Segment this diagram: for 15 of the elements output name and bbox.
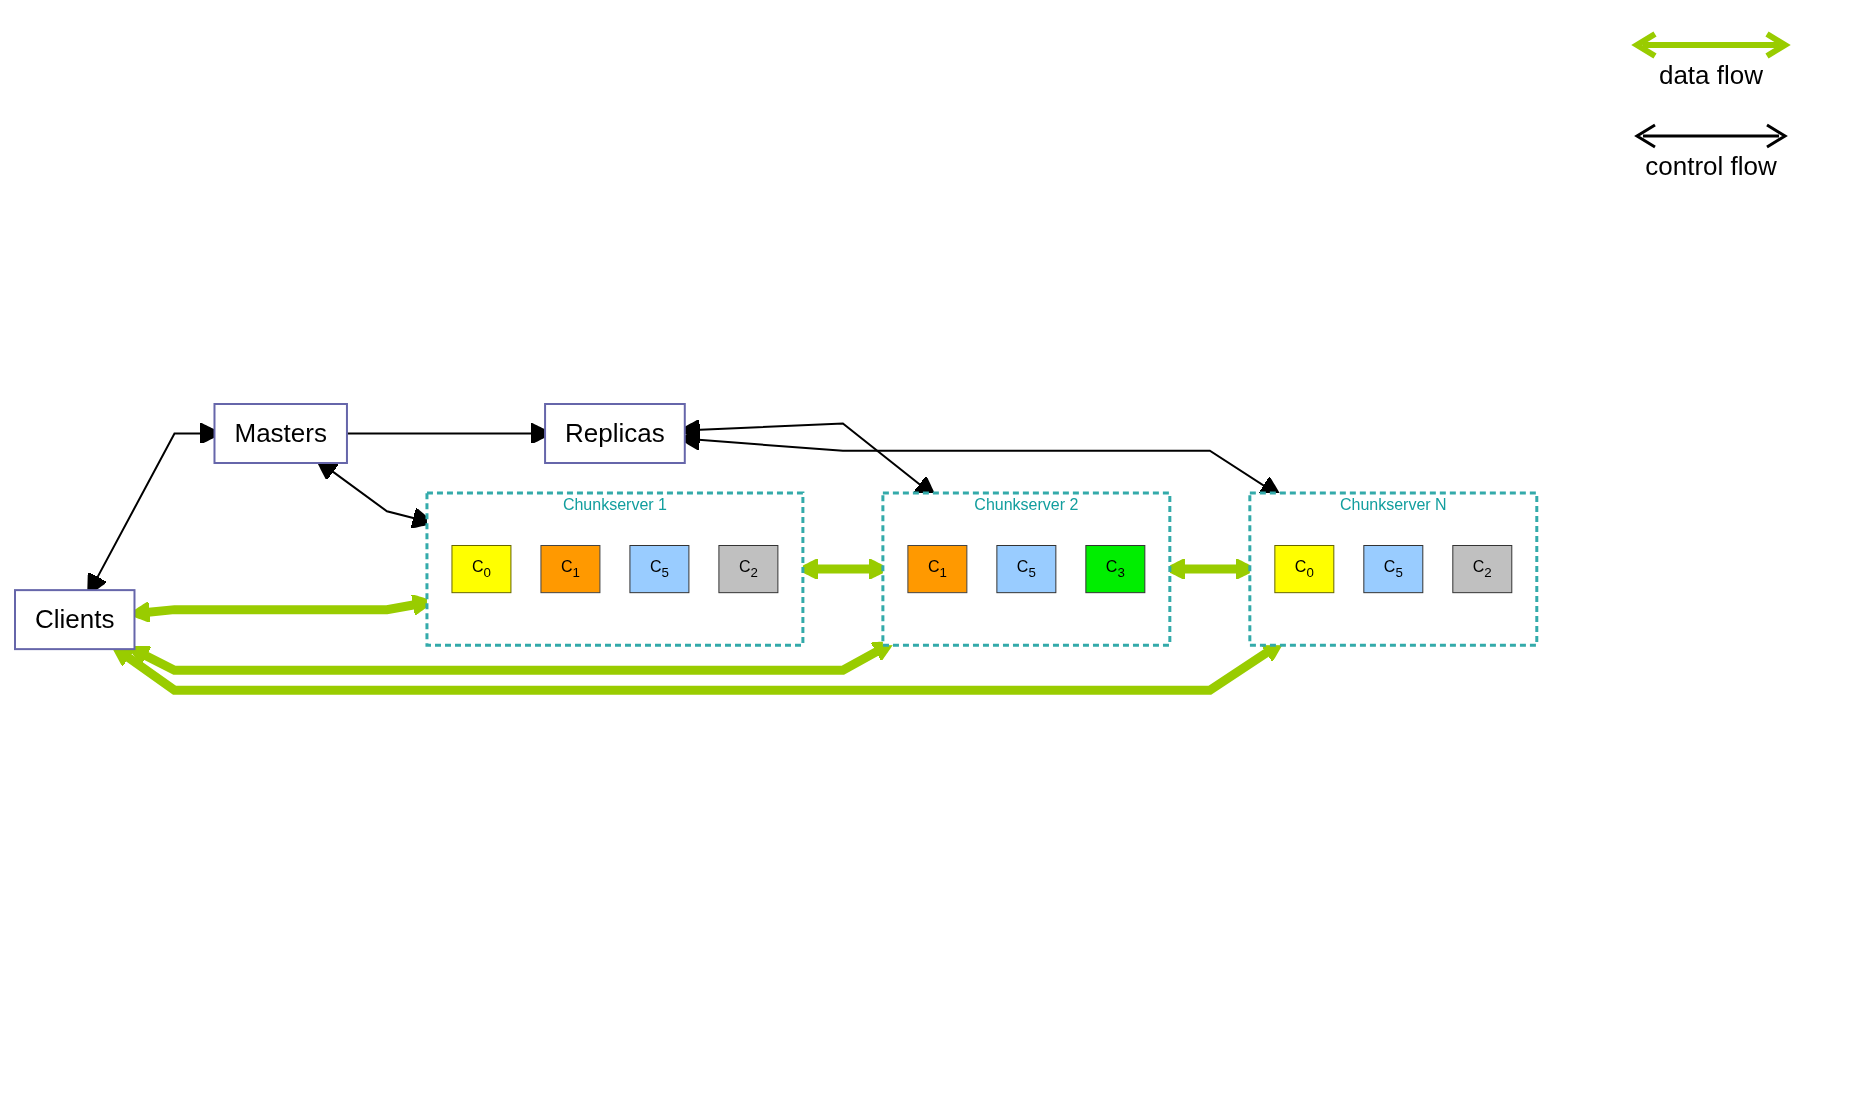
node-box: C$_{5}$ (1362, 544, 1423, 594)
legend-label: data flow (1658, 60, 1764, 91)
node-box: C$_{1}$ (907, 544, 967, 594)
node-box: C$_{5}$ (629, 544, 689, 594)
node-box: C$_{2}$ (718, 544, 778, 594)
node-box: Masters (213, 402, 348, 464)
node-box: C$_{2}$ (1451, 544, 1512, 594)
legend-label: control flow (1645, 151, 1777, 182)
node-box: C$_{0}$ (1273, 544, 1334, 594)
node-box: Clients (13, 589, 136, 651)
node-box: C$_{3}$ (1084, 544, 1145, 594)
node-box: Replicas (543, 402, 686, 464)
node-box: C$_{0}$ (451, 544, 512, 594)
node-box: C$_{5}$ (995, 544, 1056, 594)
node-box: C$_{1}$ (540, 544, 600, 594)
